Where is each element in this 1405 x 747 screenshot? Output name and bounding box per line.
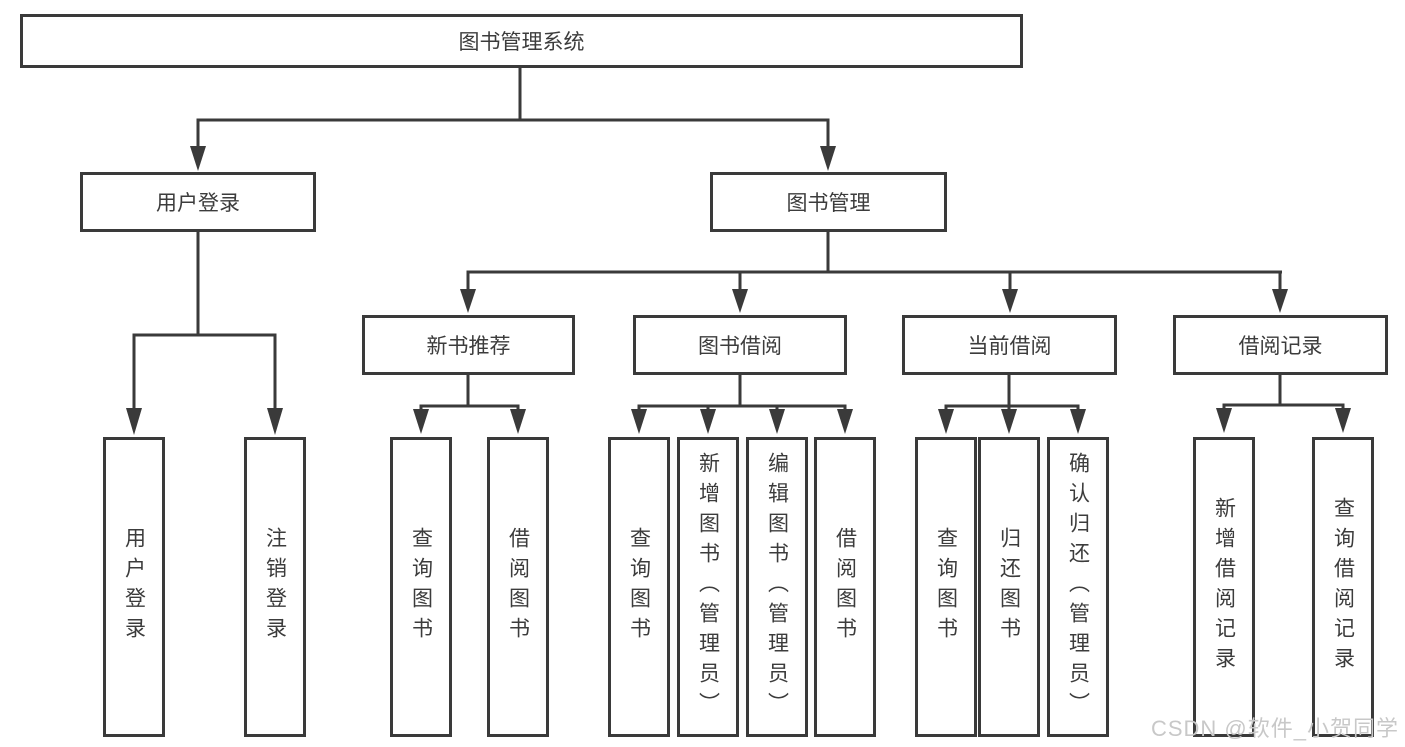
node-root-system: 图书管理系统: [20, 14, 1023, 68]
leaf-add-borrow-record: 新增借阅记录: [1193, 437, 1255, 737]
leaf-logout: 注销登录: [244, 437, 306, 737]
node-user-login: 用户登录: [80, 172, 316, 232]
node-book-management: 图书管理: [710, 172, 947, 232]
node-new-book-recommend: 新书推荐: [362, 315, 575, 375]
leaf-return-books: 归还图书: [978, 437, 1040, 737]
leaf-user-login: 用户登录: [103, 437, 165, 737]
leaf-query-books-current: 查询图书: [915, 437, 977, 737]
leaf-borrow-books-recommend: 借阅图书: [487, 437, 549, 737]
leaf-query-books-borrowing: 查询图书: [608, 437, 670, 737]
node-current-borrowing: 当前借阅: [902, 315, 1117, 375]
leaf-add-books-admin: 新增图书（管理员）: [677, 437, 739, 737]
leaf-query-borrow-record: 查询借阅记录: [1312, 437, 1374, 737]
leaf-confirm-return-admin: 确认归还（管理员）: [1047, 437, 1109, 737]
node-book-borrowing: 图书借阅: [633, 315, 847, 375]
leaf-borrow-books: 借阅图书: [814, 437, 876, 737]
leaf-query-books-recommend: 查询图书: [390, 437, 452, 737]
node-borrowing-records: 借阅记录: [1173, 315, 1388, 375]
leaf-edit-books-admin: 编辑图书（管理员）: [746, 437, 808, 737]
csdn-watermark: CSDN @软件_小贺同学: [1150, 716, 1399, 741]
